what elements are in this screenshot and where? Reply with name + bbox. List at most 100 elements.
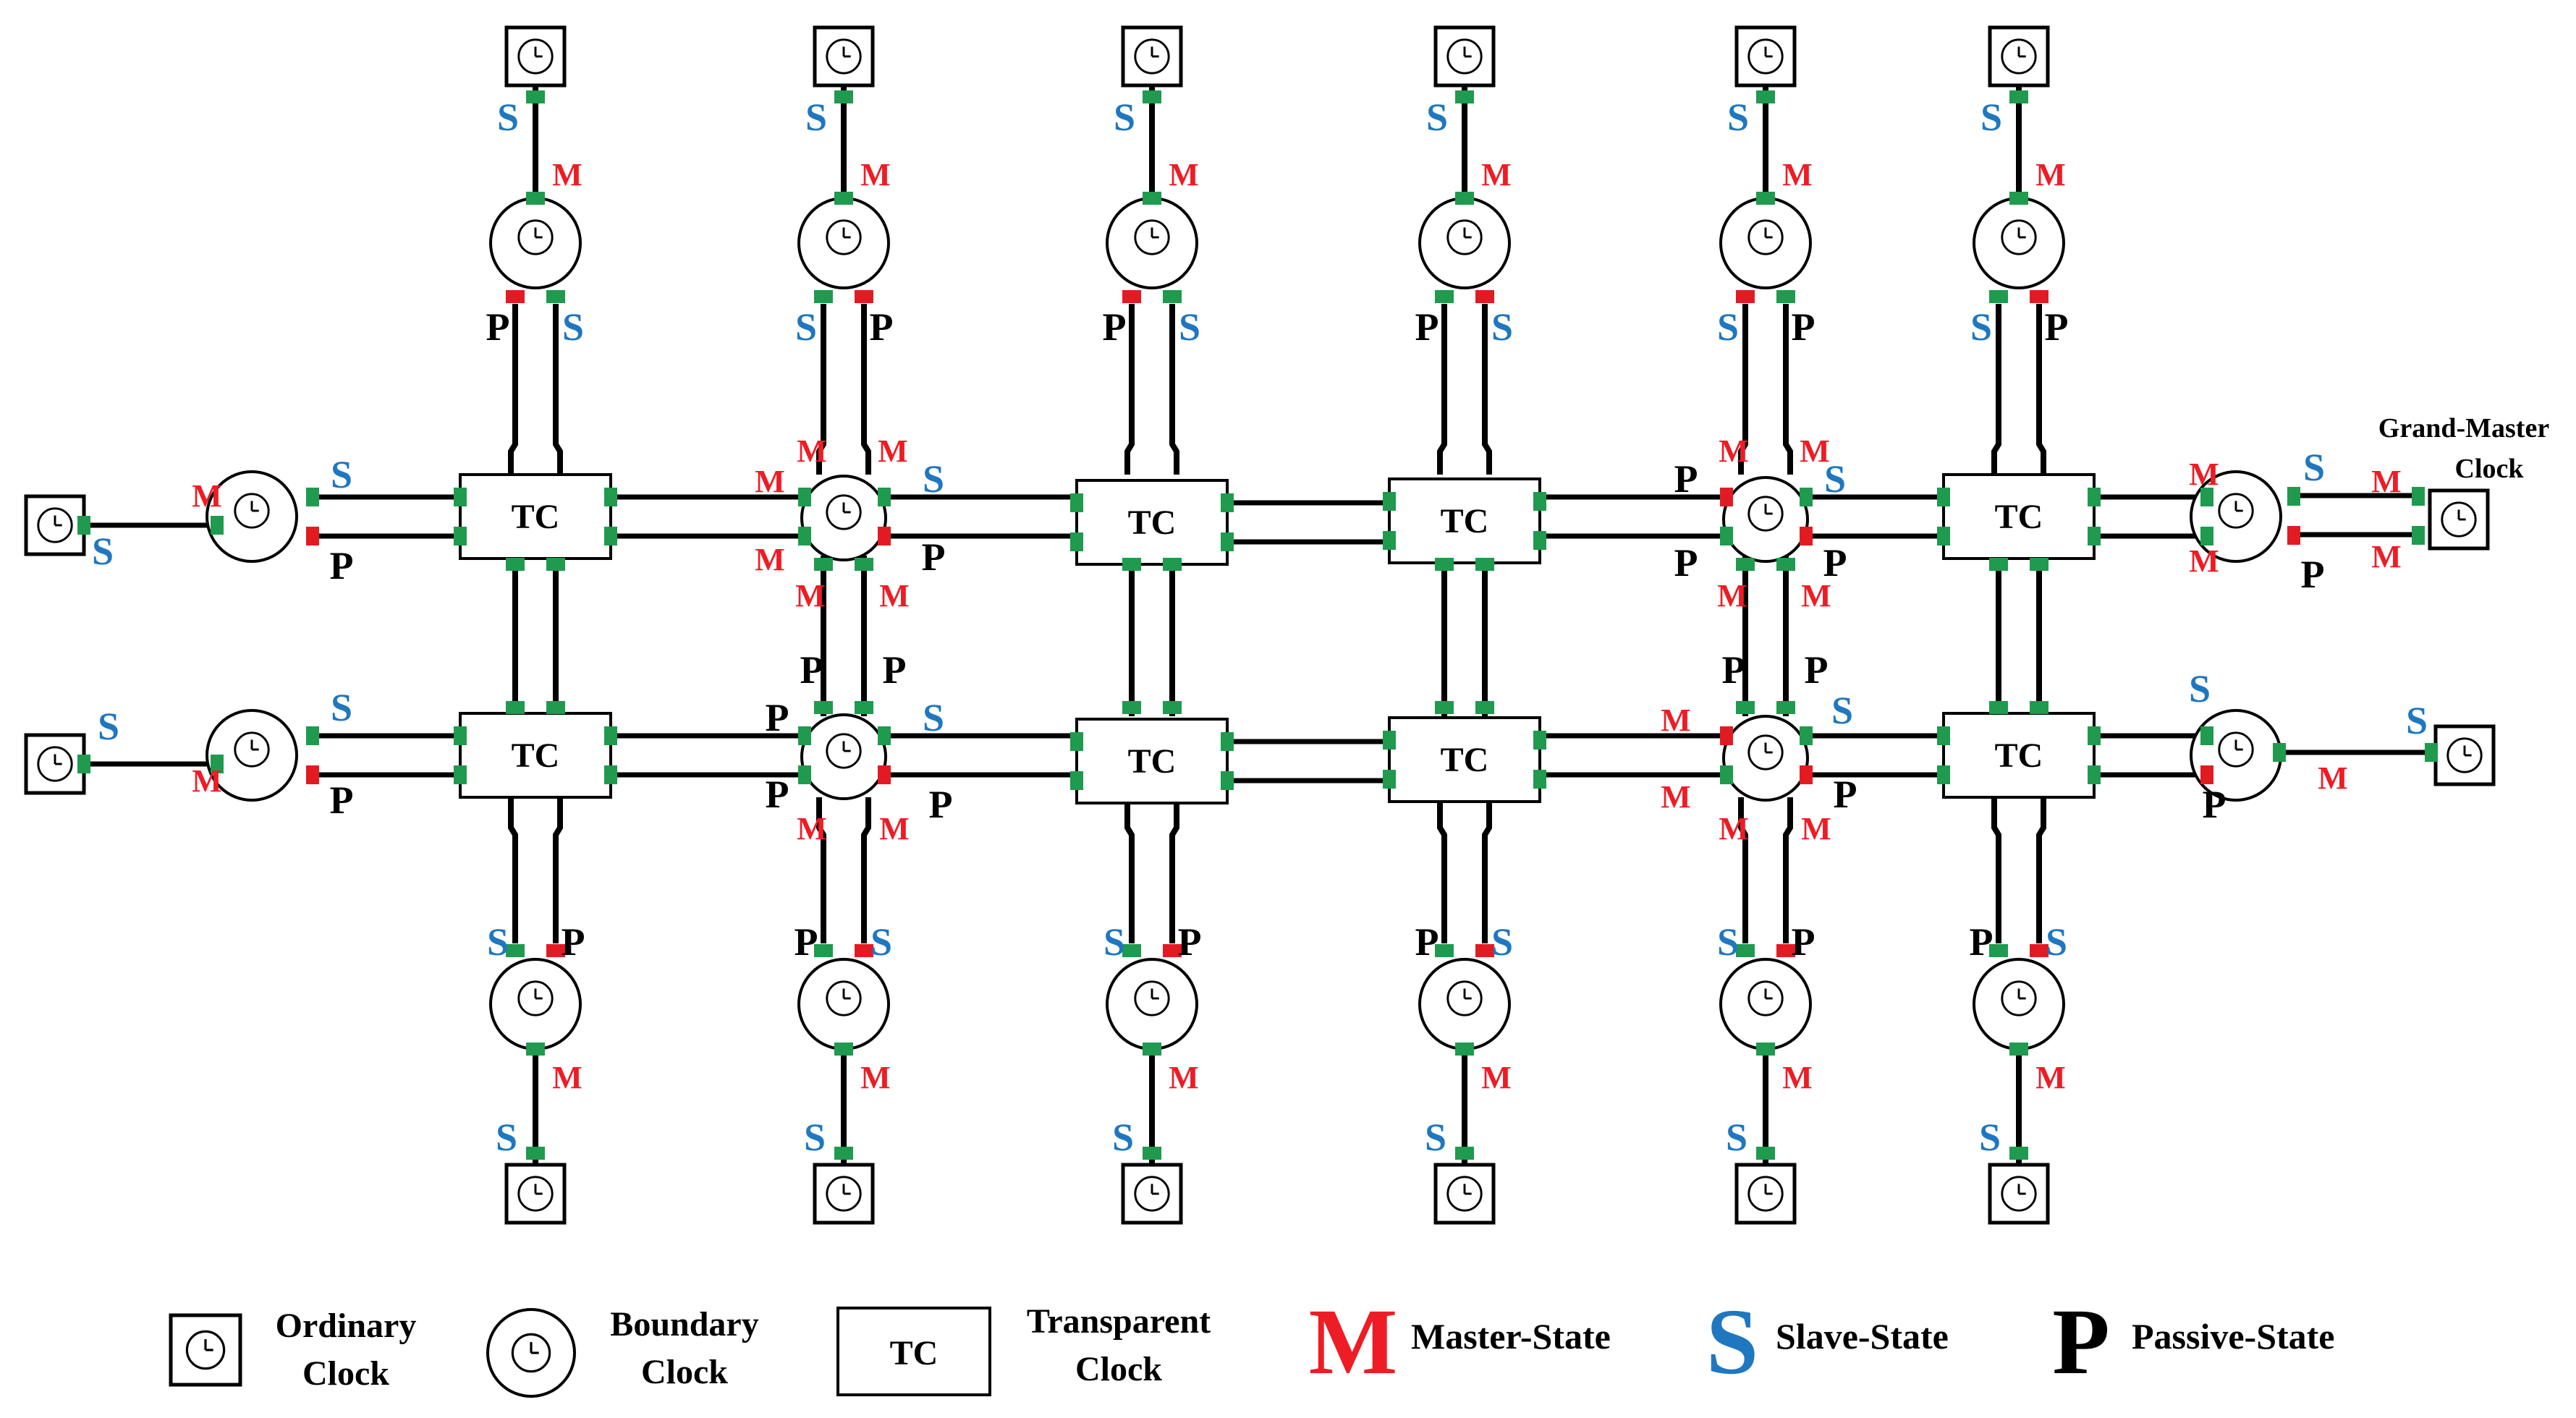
active-port	[1736, 558, 1755, 571]
link-line	[1991, 304, 2001, 475]
active-port	[1937, 726, 1950, 745]
active-port	[2009, 1043, 2028, 1056]
link-line	[1124, 797, 1135, 943]
active-port	[526, 90, 545, 103]
active-port	[1756, 1043, 1775, 1056]
transparent-clock	[1075, 718, 1229, 804]
active-port	[546, 701, 565, 714]
active-port	[2200, 726, 2213, 745]
boundary-clock-icon	[1446, 980, 1483, 1016]
passive-port	[506, 290, 525, 303]
state-label-m: M	[797, 811, 827, 846]
state-label-m: M	[797, 433, 827, 469]
active-port	[1383, 531, 1396, 550]
link-line	[816, 797, 826, 943]
active-port	[546, 558, 565, 571]
link-line	[1738, 304, 1748, 475]
legend-m-text: Master-State	[1411, 1316, 1611, 1357]
state-label-p: P	[1722, 648, 1746, 692]
passive-port	[2287, 526, 2300, 545]
active-port	[2088, 765, 2101, 784]
state-label-m: M	[552, 157, 582, 192]
state-label-m: M	[2318, 760, 2348, 796]
state-label-m: M	[1801, 811, 1831, 846]
state-label-m: M	[879, 578, 910, 614]
transparent-clock	[1075, 479, 1229, 566]
clock-icon	[2446, 737, 2483, 773]
clock-icon	[517, 1176, 554, 1212]
active-port	[454, 765, 467, 784]
state-label-p: P	[883, 648, 907, 692]
state-label-p: P	[1415, 305, 1439, 349]
passive-port	[546, 944, 565, 957]
tc-label: TC	[512, 736, 560, 775]
link-line	[1991, 797, 2001, 943]
state-label-p: P	[1415, 920, 1439, 964]
state-label-p: P	[1674, 541, 1698, 585]
active-port	[211, 516, 224, 535]
state-label-p: P	[870, 305, 894, 349]
state-label-s: S	[331, 453, 352, 496]
state-label-m: M	[1719, 433, 1749, 469]
active-port	[1122, 558, 1141, 571]
state-label-p: P	[330, 544, 354, 587]
link-line	[1738, 797, 1748, 943]
active-port	[1937, 765, 1950, 784]
state-label-m: M	[795, 578, 826, 614]
boundary-clock-icon	[826, 980, 862, 1016]
link-line	[861, 304, 871, 475]
transparent-clock	[1942, 473, 2096, 560]
legend-transparent-line2: Clock	[1075, 1350, 1162, 1388]
state-label-m: M	[1800, 433, 1830, 469]
state-label-m: M	[879, 811, 910, 846]
legend-passive-state: P Passive-State	[2052, 1290, 2334, 1394]
state-label-s: S	[804, 1116, 826, 1159]
active-port	[77, 755, 90, 773]
legend-p-text: Passive-State	[2132, 1316, 2335, 1357]
state-label-p: P	[1834, 773, 1857, 816]
active-port	[2412, 487, 2425, 506]
active-port	[1736, 944, 1755, 957]
active-port	[814, 290, 833, 303]
passive-port	[1720, 488, 1733, 506]
active-port	[1756, 90, 1775, 103]
active-port	[1221, 493, 1234, 512]
state-label-p: P	[1178, 920, 1202, 964]
state-label-s: S	[1114, 95, 1135, 139]
passive-port	[878, 765, 891, 784]
link-line	[1169, 304, 1179, 475]
active-port	[1143, 1147, 1161, 1160]
state-label-s: S	[1179, 305, 1200, 349]
active-port	[1070, 532, 1083, 551]
active-port	[454, 488, 467, 506]
active-port	[1455, 90, 1474, 103]
active-port	[2200, 488, 2213, 506]
active-port	[855, 701, 873, 714]
active-port	[2412, 526, 2425, 545]
boundary-clock-icon	[234, 493, 270, 529]
state-label-m: M	[1169, 1060, 1199, 1095]
link-line	[1783, 797, 1793, 943]
legend-p-symbol: P	[2052, 1290, 2109, 1394]
state-label-s: S	[1979, 1116, 2001, 1159]
state-label-s: S	[1970, 305, 1992, 349]
transparent-clock	[1388, 716, 1541, 803]
clock-icon	[185, 1330, 226, 1370]
active-port	[1435, 944, 1454, 957]
state-label-p: P	[330, 778, 354, 822]
state-label-s: S	[1103, 920, 1125, 964]
active-port	[1163, 290, 1182, 303]
active-port	[1435, 558, 1454, 571]
active-port	[1800, 488, 1813, 506]
state-label-s: S	[1717, 305, 1739, 349]
active-port	[1070, 771, 1083, 790]
legend-boundary-clock: Boundary Clock	[486, 1305, 759, 1398]
state-label-s: S	[487, 920, 509, 964]
active-port	[1989, 944, 2008, 957]
state-label-m: M	[1481, 157, 1512, 192]
state-label-m: M	[2371, 464, 2402, 499]
state-label-m: M	[1717, 578, 1747, 614]
link-line	[1124, 304, 1135, 475]
ordinary-clock	[1988, 25, 2050, 88]
